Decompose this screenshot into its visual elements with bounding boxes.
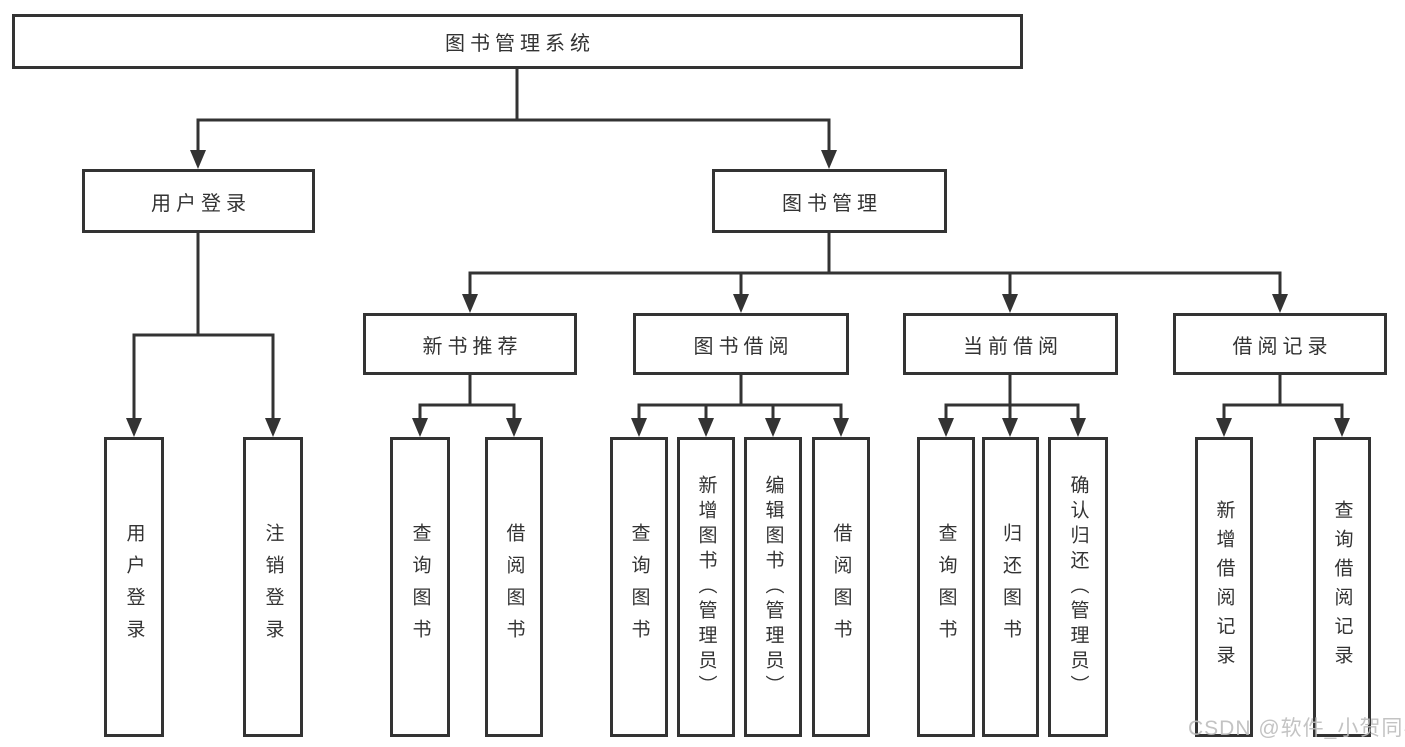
node-book-borrowing-label: 图书借阅 [693,335,794,358]
node-leaf-query-books-3: 查询图书 [917,437,975,737]
node-current-borrowing: 当前借阅 [903,313,1118,375]
node-leaf-query-books-2: 查询图书 [610,437,668,737]
arrowheads-borrow-to-leaves [631,418,849,437]
node-leaf-user-login-label: 用户登录 [123,523,145,651]
node-leaf-query-books-3-label: 查询图书 [935,523,957,651]
arrowheads-current-to-leaves [938,418,1086,437]
node-leaf-query-books-1-label: 查询图书 [409,523,431,651]
node-borrowing-records: 借阅记录 [1173,313,1387,375]
node-leaf-return-books-label: 归还图书 [1000,523,1021,651]
node-new-book-recommend: 新书推荐 [363,313,577,375]
connector-mgmt-to-groups [468,233,1282,295]
arrowheads-records-to-leaves [1216,418,1350,437]
node-leaf-borrow-books-2-label: 借阅图书 [830,523,852,651]
node-book-management-branch-label: 图书管理 [782,192,882,215]
node-leaf-borrow-books-2: 借阅图书 [812,437,870,737]
node-leaf-add-borrow-record-label: 新增借阅记录 [1213,500,1235,674]
arrowheads-mgmt-to-groups [462,294,1288,313]
node-library-system: 图书管理系统 [12,14,1023,69]
node-leaf-edit-books-admin-label: 编辑图书（管理员） [762,474,784,700]
arrowheads-login-to-leaves [126,418,281,437]
connector-current-to-leaves [944,375,1080,419]
connector-borrow-to-leaves [637,375,843,419]
node-leaf-query-borrow-record-label: 查询借阅记录 [1331,500,1353,674]
node-leaf-edit-books-admin: 编辑图书（管理员） [744,437,802,737]
node-leaf-logout: 注销登录 [243,437,303,737]
node-current-borrowing-label: 当前借阅 [963,335,1063,358]
node-new-book-recommend-label: 新书推荐 [422,335,523,358]
watermark: CSDN @软件_小贺同学 [1188,717,1405,740]
node-user-login-branch: 用户登录 [82,169,315,233]
connector-root-to-branches [196,69,831,151]
node-leaf-add-borrow-record: 新增借阅记录 [1195,437,1253,737]
arrowheads-root-to-branches [190,150,837,169]
node-leaf-borrow-books-1-label: 借阅图书 [503,523,525,651]
node-leaf-query-borrow-record: 查询借阅记录 [1313,437,1371,737]
node-leaf-confirm-return-admin-label: 确认归还（管理员） [1067,474,1089,700]
node-book-borrowing: 图书借阅 [633,313,849,375]
connector-login-to-leaves [132,233,275,419]
node-borrowing-records-label: 借阅记录 [1232,335,1333,358]
node-leaf-return-books: 归还图书 [982,437,1039,737]
node-leaf-query-books-1: 查询图书 [390,437,450,737]
node-library-system-label: 图书管理系统 [445,33,595,55]
connector-records-to-leaves [1222,375,1344,419]
node-leaf-add-books-admin: 新增图书（管理员） [677,437,735,737]
node-leaf-query-books-2-label: 查询图书 [628,523,650,651]
node-user-login-branch-label: 用户登录 [151,192,251,215]
node-book-management-branch: 图书管理 [712,169,947,233]
connector-recommend-to-leaves [418,375,516,419]
node-leaf-borrow-books-1: 借阅图书 [485,437,543,737]
arrowheads-recommend-to-leaves [412,418,522,437]
node-leaf-add-books-admin-label: 新增图书（管理员） [695,474,717,700]
node-leaf-logout-label: 注销登录 [262,523,284,651]
node-leaf-user-login: 用户登录 [104,437,164,737]
node-leaf-confirm-return-admin: 确认归还（管理员） [1048,437,1108,737]
